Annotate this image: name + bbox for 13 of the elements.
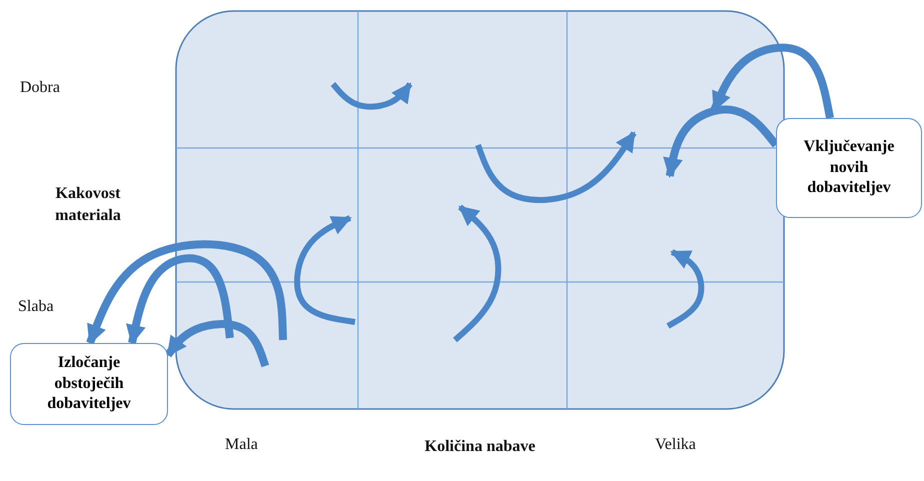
- curved-arrow: [710, 44, 834, 119]
- axis-title: Kakovost materiala: [54, 184, 122, 226]
- matrix-grid: [175, 10, 785, 410]
- axis-label: Dobra: [20, 78, 61, 98]
- process-box: Vključevanje novih dobaviteljev: [776, 118, 922, 218]
- curved-arrow: [126, 254, 234, 345]
- axis-label: Velika: [655, 435, 697, 455]
- process-box: Izločanje obstoječih dobaviteljev: [10, 343, 168, 425]
- curved-arrow: [86, 240, 287, 345]
- curved-arrow: [164, 320, 270, 368]
- axis-label: Mala: [225, 435, 259, 455]
- axis-label: Slaba: [18, 297, 55, 317]
- axis-title: Količina nabave: [424, 437, 536, 457]
